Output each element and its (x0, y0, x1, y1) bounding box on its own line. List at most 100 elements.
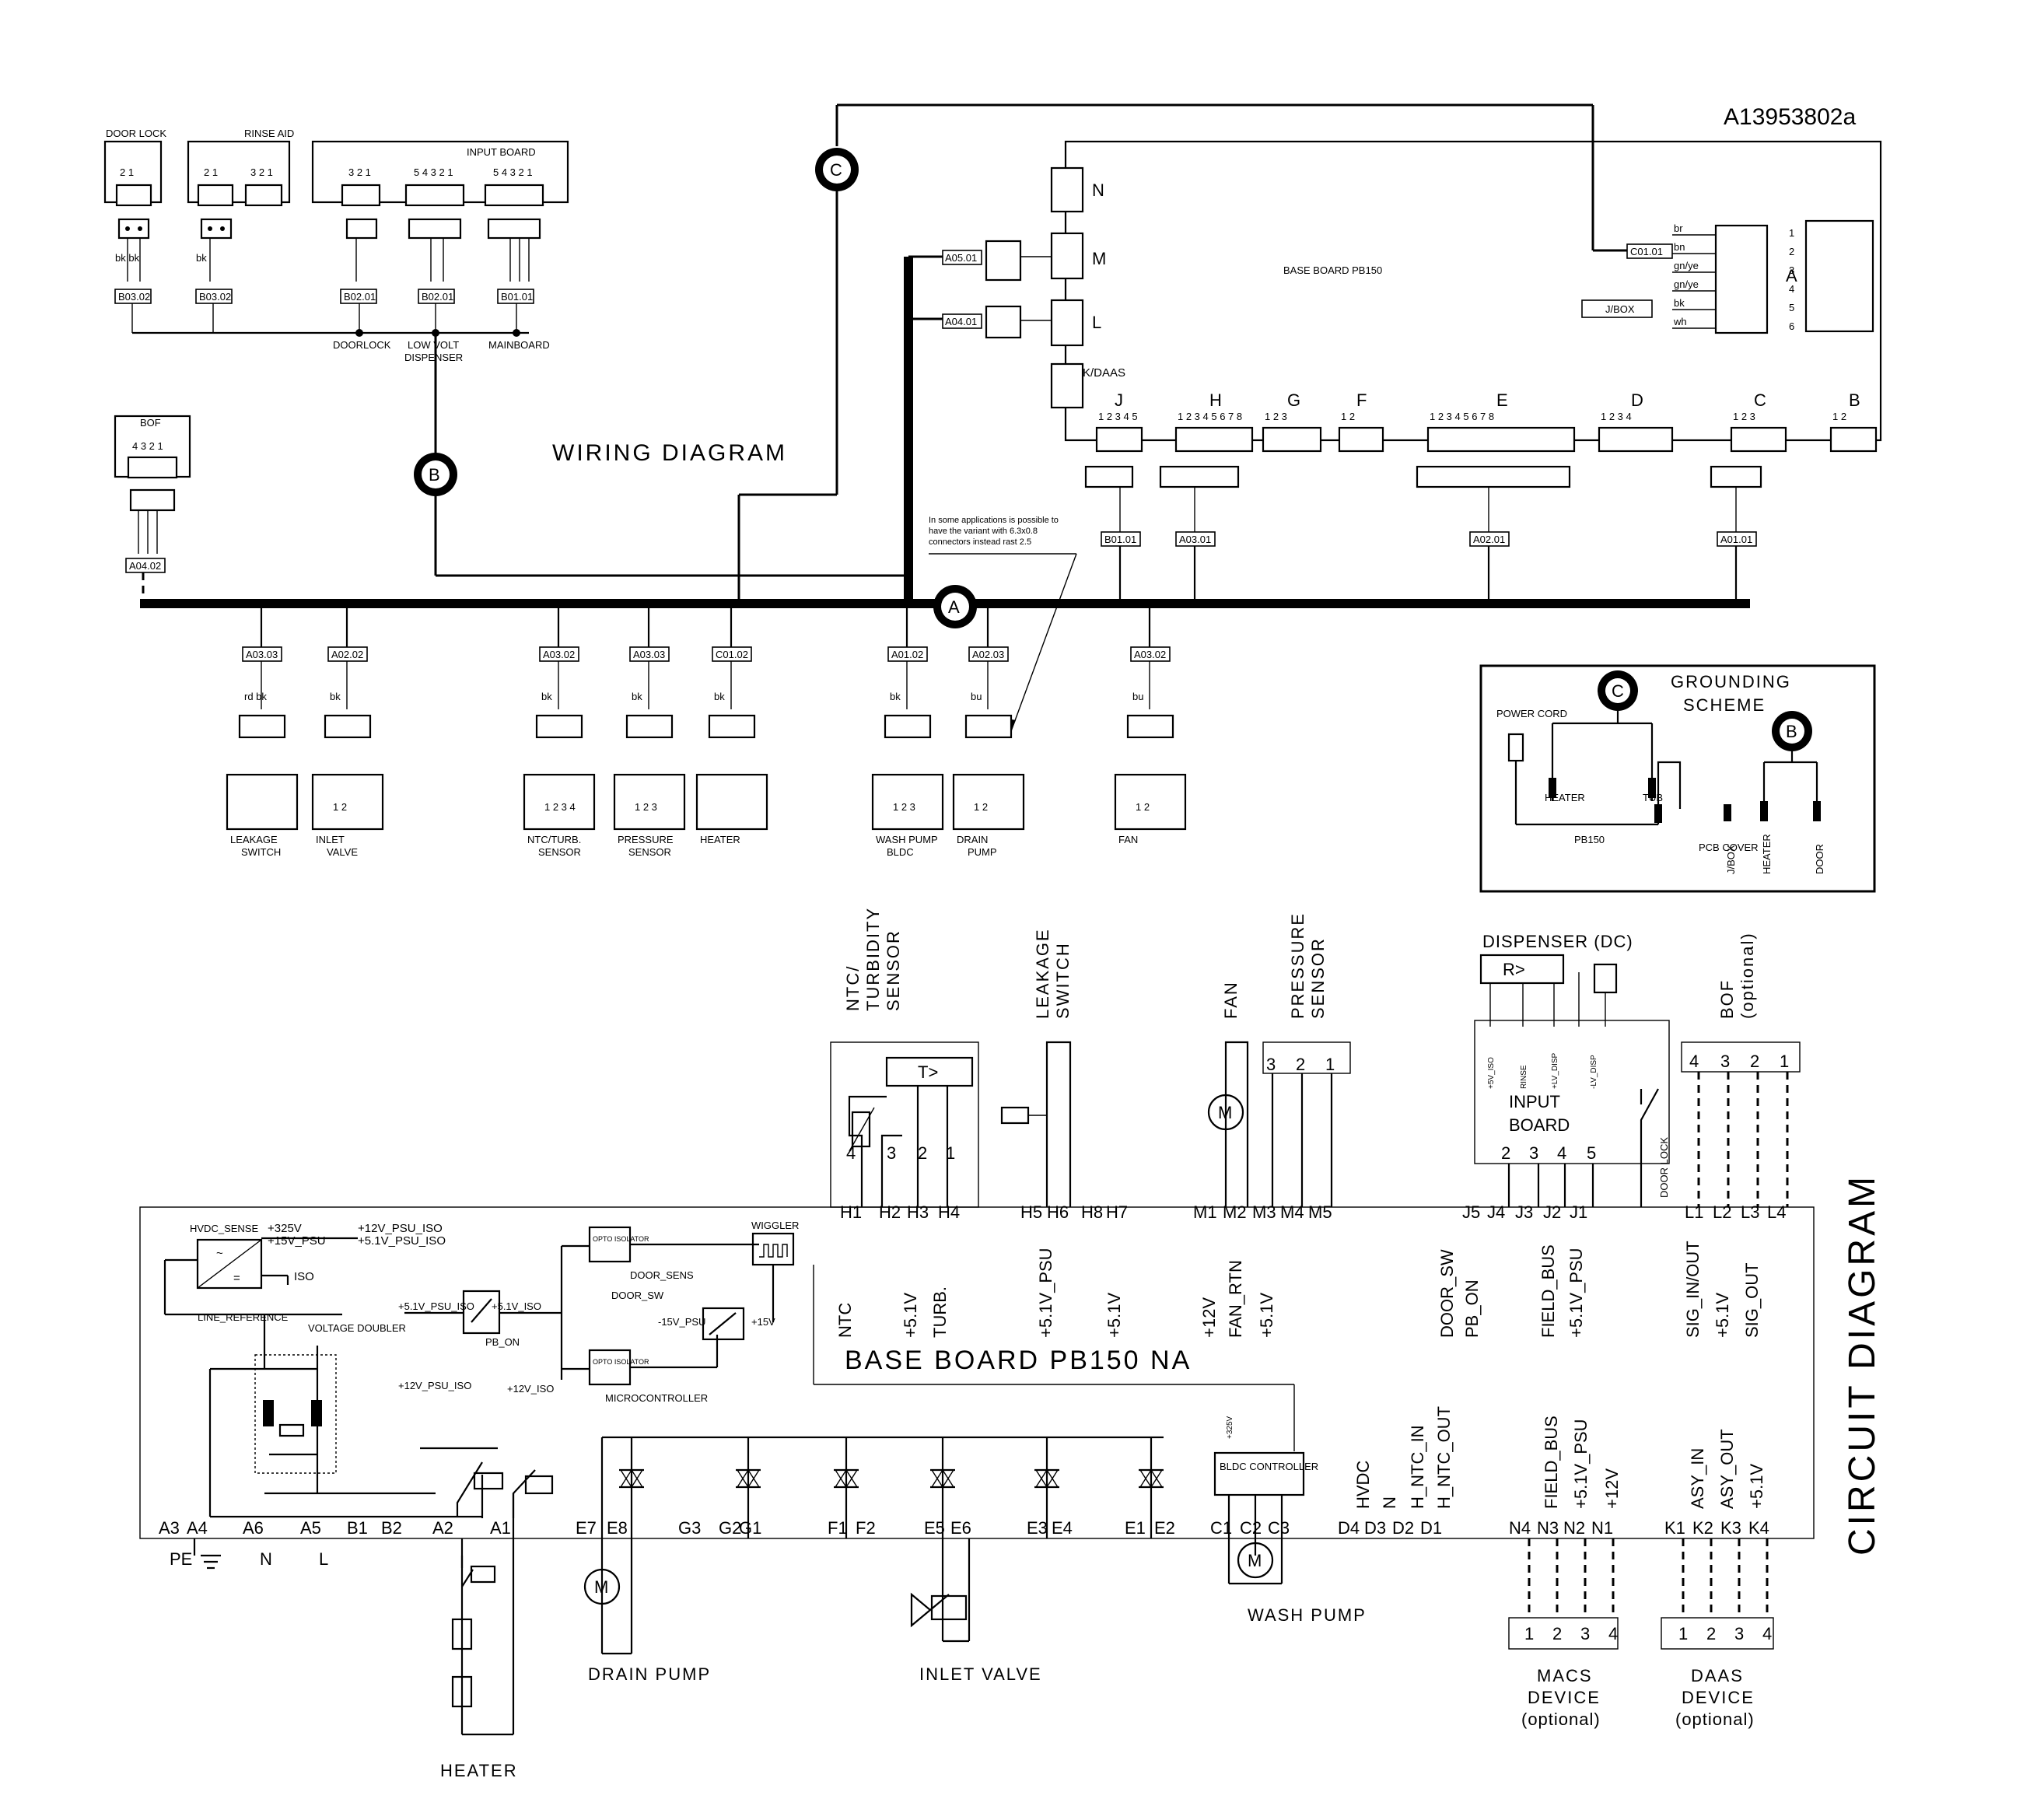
wiring-diagram: WIRING DIAGRAM DOOR LOCK 2 1 bk bk B03.0… (103, 103, 1882, 858)
grounding-title-1: GROUNDING (1671, 672, 1791, 691)
svg-text:M: M (594, 1577, 608, 1597)
conn-c-label: C (1754, 390, 1766, 410)
svg-text:=: = (233, 1272, 240, 1285)
input-board-label-1: INPUT (1509, 1092, 1560, 1111)
leakage-switch-label-2: SWITCH (241, 846, 281, 858)
wash-pump-plug (884, 714, 932, 739)
drain-pump-wires: bu (971, 691, 982, 702)
rinse-aid-pins-a: 2 1 (204, 166, 218, 178)
bottom-pin-n2: N2 (1563, 1518, 1585, 1538)
wash-pump-label-1: WASH PUMP (876, 834, 938, 845)
conn-a-wire-1: bn (1674, 241, 1685, 253)
drain-pump-plug (964, 714, 1013, 739)
pressure-sensor-tag-box (629, 646, 670, 662)
daas-pin-4: 4 (1762, 1624, 1772, 1643)
svg-text:5: 5 (1587, 1143, 1596, 1163)
psu-voltage-doubler: VOLTAGE DOUBLER (308, 1322, 406, 1334)
input-board-title: INPUT BOARD (467, 146, 536, 158)
base-board-title: BASE BOARD PB150 (1283, 264, 1382, 276)
grounding-board-label: PB150 (1574, 834, 1605, 845)
top-device-label-3-1: SENSOR (1308, 937, 1328, 1019)
conn-b-body (1829, 426, 1878, 453)
logic-opto-1: OPTO ISOLATOR (593, 1235, 649, 1243)
input-board-pins-b: 5 4 3 2 1 (414, 166, 453, 178)
conn-d-label: D (1631, 390, 1643, 410)
bldc-controller-label: BLDC CONTROLLER (1220, 1461, 1318, 1472)
conn-n-label: N (1092, 180, 1104, 200)
input-board-tag-c: B01.01 (501, 291, 533, 303)
conn-a-wire-0: br (1674, 222, 1683, 234)
bottom-pin-a3: A3 (159, 1518, 180, 1538)
bottom-pin-k2: K2 (1692, 1518, 1713, 1538)
pressure-sensor-wires: bk (632, 691, 642, 702)
top-pin-h5: H5 (1020, 1202, 1042, 1222)
daas-pin-2: 2 (1706, 1624, 1716, 1643)
rinse-aid-wires: bk (196, 252, 207, 264)
top-pin-h8: H8 (1081, 1202, 1103, 1222)
ground-marker-c-wiring: C (815, 148, 859, 191)
bottom-pin-e7: E7 (576, 1518, 597, 1538)
door-lock-tag: B03.02 (118, 291, 150, 303)
conn-a-pin-6: 6 (1789, 320, 1794, 332)
top-pin-m3: M3 (1252, 1202, 1276, 1222)
leakage-switch-plug (238, 714, 286, 739)
inlet-valve-tag-box (327, 646, 368, 662)
daas-label-2: DEVICE (1682, 1688, 1755, 1707)
top-pin-h1: H1 (840, 1202, 862, 1222)
top-pin-j3: J3 (1515, 1202, 1533, 1222)
harness-tag-0: B01.01 (1104, 534, 1136, 545)
logic-wiggler: WIGGLER (751, 1220, 799, 1231)
input-board-label-2: BOARD (1509, 1115, 1570, 1135)
harness-tag-2: A02.01 (1473, 534, 1505, 545)
bottom-pin-b2: B2 (381, 1518, 402, 1538)
ntc-turb-sensor-label-1: NTC/TURB. (527, 834, 581, 845)
top-pin-l4: L4 (1767, 1202, 1786, 1222)
svg-text:3: 3 (1266, 1055, 1276, 1074)
ntc-turb-sensor-wires: bk (541, 691, 552, 702)
bof-pins: 4 3 2 1 (132, 440, 163, 452)
drain-pump-body (952, 773, 1025, 831)
conn-a-tag-c01: C01.01 (1630, 246, 1663, 257)
bottom-pin-e1: E1 (1125, 1518, 1146, 1538)
bottom-pin-k3: K3 (1720, 1518, 1741, 1538)
macs-pin-2: 2 (1552, 1624, 1562, 1643)
bof-title: BOF (140, 417, 161, 429)
logic-5v-psu-iso: +5.1V_PSU_ISO (398, 1300, 474, 1312)
bus-label-mainboard: MAINBOARD (488, 339, 550, 351)
leakage-switch-label-1: LEAKAGE (230, 834, 278, 845)
bottom-pin-e5: E5 (924, 1518, 945, 1538)
harness-plug-1 (1159, 465, 1240, 488)
bottom-pin-f1: F1 (828, 1518, 848, 1538)
top-signal-2: TURB. (930, 1286, 950, 1338)
conn-a-pin-2: 2 (1789, 246, 1794, 257)
grounding-power-cord: POWER CORD (1496, 708, 1567, 719)
psu-iso: ISO (294, 1270, 314, 1283)
bottom-pin-d3: D3 (1364, 1518, 1386, 1538)
mains-l: L (319, 1549, 328, 1569)
conn-a-pin-5: 5 (1789, 302, 1794, 313)
input-board-tag-a: B02.01 (344, 291, 376, 303)
inlet-valve-plug (324, 714, 372, 739)
conn-j-pins: 1 2 3 4 5 (1098, 411, 1138, 422)
load-inlet-valve-label: INLET VALVE (919, 1664, 1042, 1684)
bottom-pin-a2: A2 (432, 1518, 453, 1538)
grounding-pcb-cover: PCB COVER (1699, 842, 1759, 853)
pressure-sensor-label-2: SENSOR (628, 846, 671, 858)
bottom-signal-0: HVDC (1353, 1461, 1373, 1509)
grounding-marker-c: C (1612, 681, 1624, 701)
bldc-325v: +325V (1226, 1416, 1234, 1439)
rinse-aid-title: RINSE AID (244, 128, 294, 139)
psu-12v-iso: +12V_PSU_ISO (358, 1222, 443, 1235)
wiring-diagram-title: WIRING DIAGRAM (552, 440, 787, 466)
input-board-pins-a: 3 2 1 (348, 166, 371, 178)
pressure-sensor-body (613, 773, 686, 831)
grounding-heater-1: HEATER (1545, 792, 1585, 803)
door-lock-wires: bk bk (115, 252, 140, 264)
top-pin-h4: H4 (938, 1202, 960, 1222)
bottom-pin-g2: G2 (719, 1518, 741, 1538)
fan-tag-box (1130, 646, 1171, 662)
logic-plus-15v: +15V (751, 1316, 775, 1328)
